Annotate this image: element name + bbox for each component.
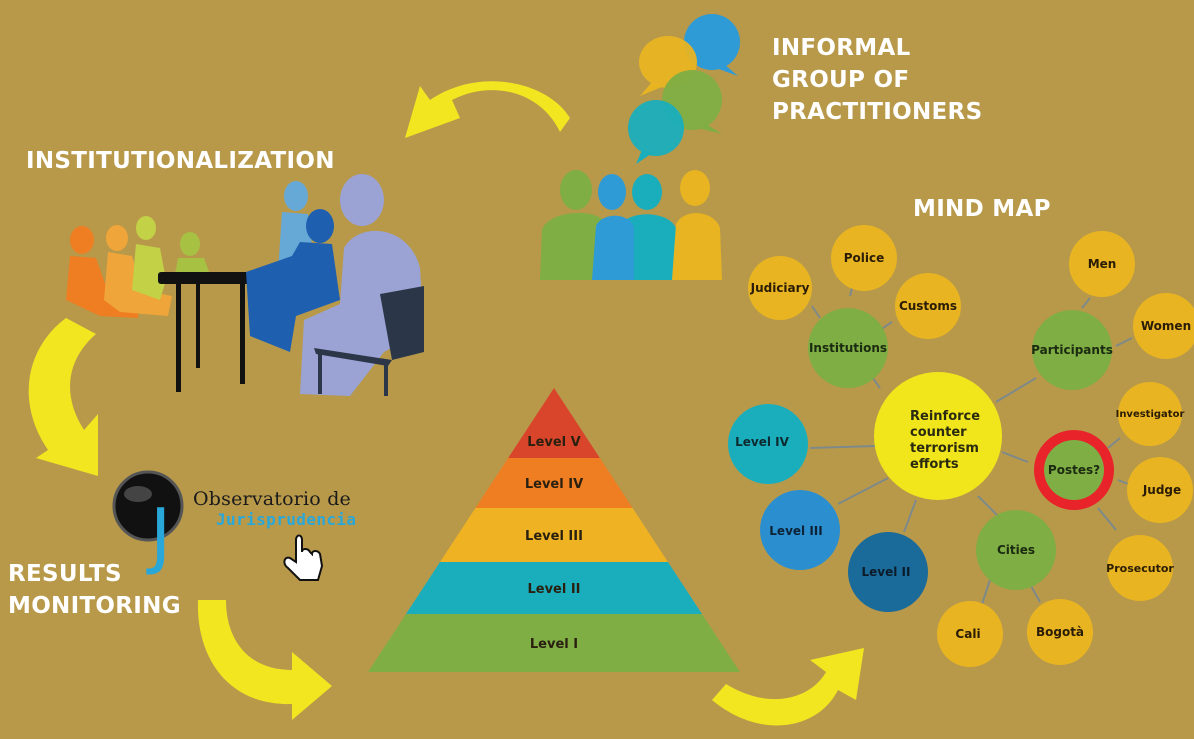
heading-institutionalization: INSTITUTIONALIZATION — [26, 148, 335, 174]
seated-person-olive — [174, 232, 212, 280]
pyramid-level-5-label: Level V — [527, 435, 580, 450]
pyramid-level-1-label: Level I — [530, 637, 578, 652]
node-women — [1133, 293, 1194, 359]
pyramid-level-4-label: Level IV — [525, 477, 583, 492]
pyramid-level-2-label: Level II — [527, 582, 580, 597]
node-level-iv — [728, 404, 808, 484]
observatorio-logo: J — [112, 470, 324, 581]
node-judge-label: Judge — [1142, 483, 1181, 497]
node-postes-label: Postes? — [1048, 463, 1100, 477]
node-customs-label: Customs — [899, 299, 957, 313]
node-men-label: Men — [1088, 257, 1117, 271]
logo-text-observatorio: Observatorio de — [193, 488, 351, 510]
meeting-illustration — [66, 174, 424, 396]
heading-results-line2: MONITORING — [8, 593, 181, 619]
logo-letter: J — [146, 493, 171, 577]
arrow-results-to-pyramid — [197, 600, 332, 720]
node-police-label: Police — [844, 251, 885, 265]
node-judge — [1127, 457, 1193, 523]
node-postes — [1044, 440, 1104, 500]
practitioners-illustration — [540, 170, 722, 280]
pyramid-level-3 — [440, 508, 668, 562]
node-judiciary-label: Judiciary — [750, 281, 810, 295]
arrow-institution-to-results — [28, 318, 98, 476]
seated-person-orange — [66, 226, 140, 318]
speech-bubble-blue — [684, 14, 740, 70]
person-silhouette-blue — [592, 174, 634, 280]
pyramid-level-5 — [508, 388, 600, 458]
node-level-iii — [760, 490, 840, 570]
pyramid-level-3-label: Level III — [525, 529, 583, 544]
node-institutions — [808, 308, 888, 388]
node-participants-label: Participants — [1031, 343, 1113, 357]
arrow-pyramid-to-mindmap — [712, 648, 864, 726]
logo-sphere — [112, 470, 184, 542]
node-level-ii — [848, 532, 928, 612]
node-women-label: Women — [1141, 319, 1191, 333]
pyramid: Level V Level IV Level III Level II Level I — [368, 388, 740, 672]
pyramid-level-2 — [405, 562, 703, 614]
heading-informal-group: INFORMAL GROUP OF PRACTITIONERS — [772, 32, 982, 128]
seated-person-blue — [246, 209, 340, 352]
speech-bubble-teal — [628, 100, 684, 156]
heading-results-monitoring: RESULTS MONITORING — [8, 558, 181, 622]
mind-map: Institutions Judiciary Police Customs Pa… — [728, 225, 1194, 667]
node-judiciary — [748, 256, 812, 320]
node-bogota — [1027, 599, 1093, 665]
person-silhouette-yellow — [672, 170, 722, 280]
node-men — [1069, 231, 1135, 297]
node-cities-label: Cities — [997, 543, 1035, 557]
node-police — [831, 225, 897, 291]
node-level-ii-label: Level II — [862, 565, 911, 579]
node-prosecutor — [1107, 535, 1173, 601]
node-cali — [937, 601, 1003, 667]
node-participants — [1032, 310, 1112, 390]
node-cali-label: Cali — [955, 627, 980, 641]
node-center-label: Reinforce counter terrorism efforts — [910, 409, 985, 472]
node-cities — [976, 510, 1056, 590]
chair — [314, 286, 424, 366]
cycle-arrows — [28, 81, 864, 726]
logo-text-jurisprudencia: Jurisprudencia — [216, 510, 357, 529]
node-investigator — [1118, 382, 1182, 446]
node-investigator-label: Investigator — [1116, 409, 1185, 420]
seated-person-lime — [132, 216, 166, 300]
heading-informal-line3: PRACTITIONERS — [772, 99, 983, 125]
node-institutions-label: Institutions — [809, 341, 887, 355]
speech-bubbles — [628, 14, 740, 164]
pyramid-level-4 — [475, 458, 633, 508]
node-center — [874, 372, 1002, 500]
heading-mind-map: MIND MAP — [913, 196, 1051, 222]
person-silhouette-green — [540, 170, 610, 280]
heading-results-line1: RESULTS — [8, 561, 122, 587]
node-level-iv-label: Level IV — [735, 435, 790, 449]
node-customs — [895, 273, 961, 339]
node-prosecutor-label: Prosecutor — [1106, 562, 1174, 575]
arrow-informal-to-institution — [405, 81, 570, 138]
table — [158, 272, 254, 284]
node-level-iii-label: Level III — [769, 524, 822, 538]
pyramid-level-1 — [368, 614, 740, 672]
heading-informal-line2: GROUP OF — [772, 67, 910, 93]
heading-informal-line1: INFORMAL — [772, 35, 911, 61]
node-bogota-label: Bogotà — [1036, 625, 1084, 639]
hand-pointer-icon — [283, 534, 324, 581]
